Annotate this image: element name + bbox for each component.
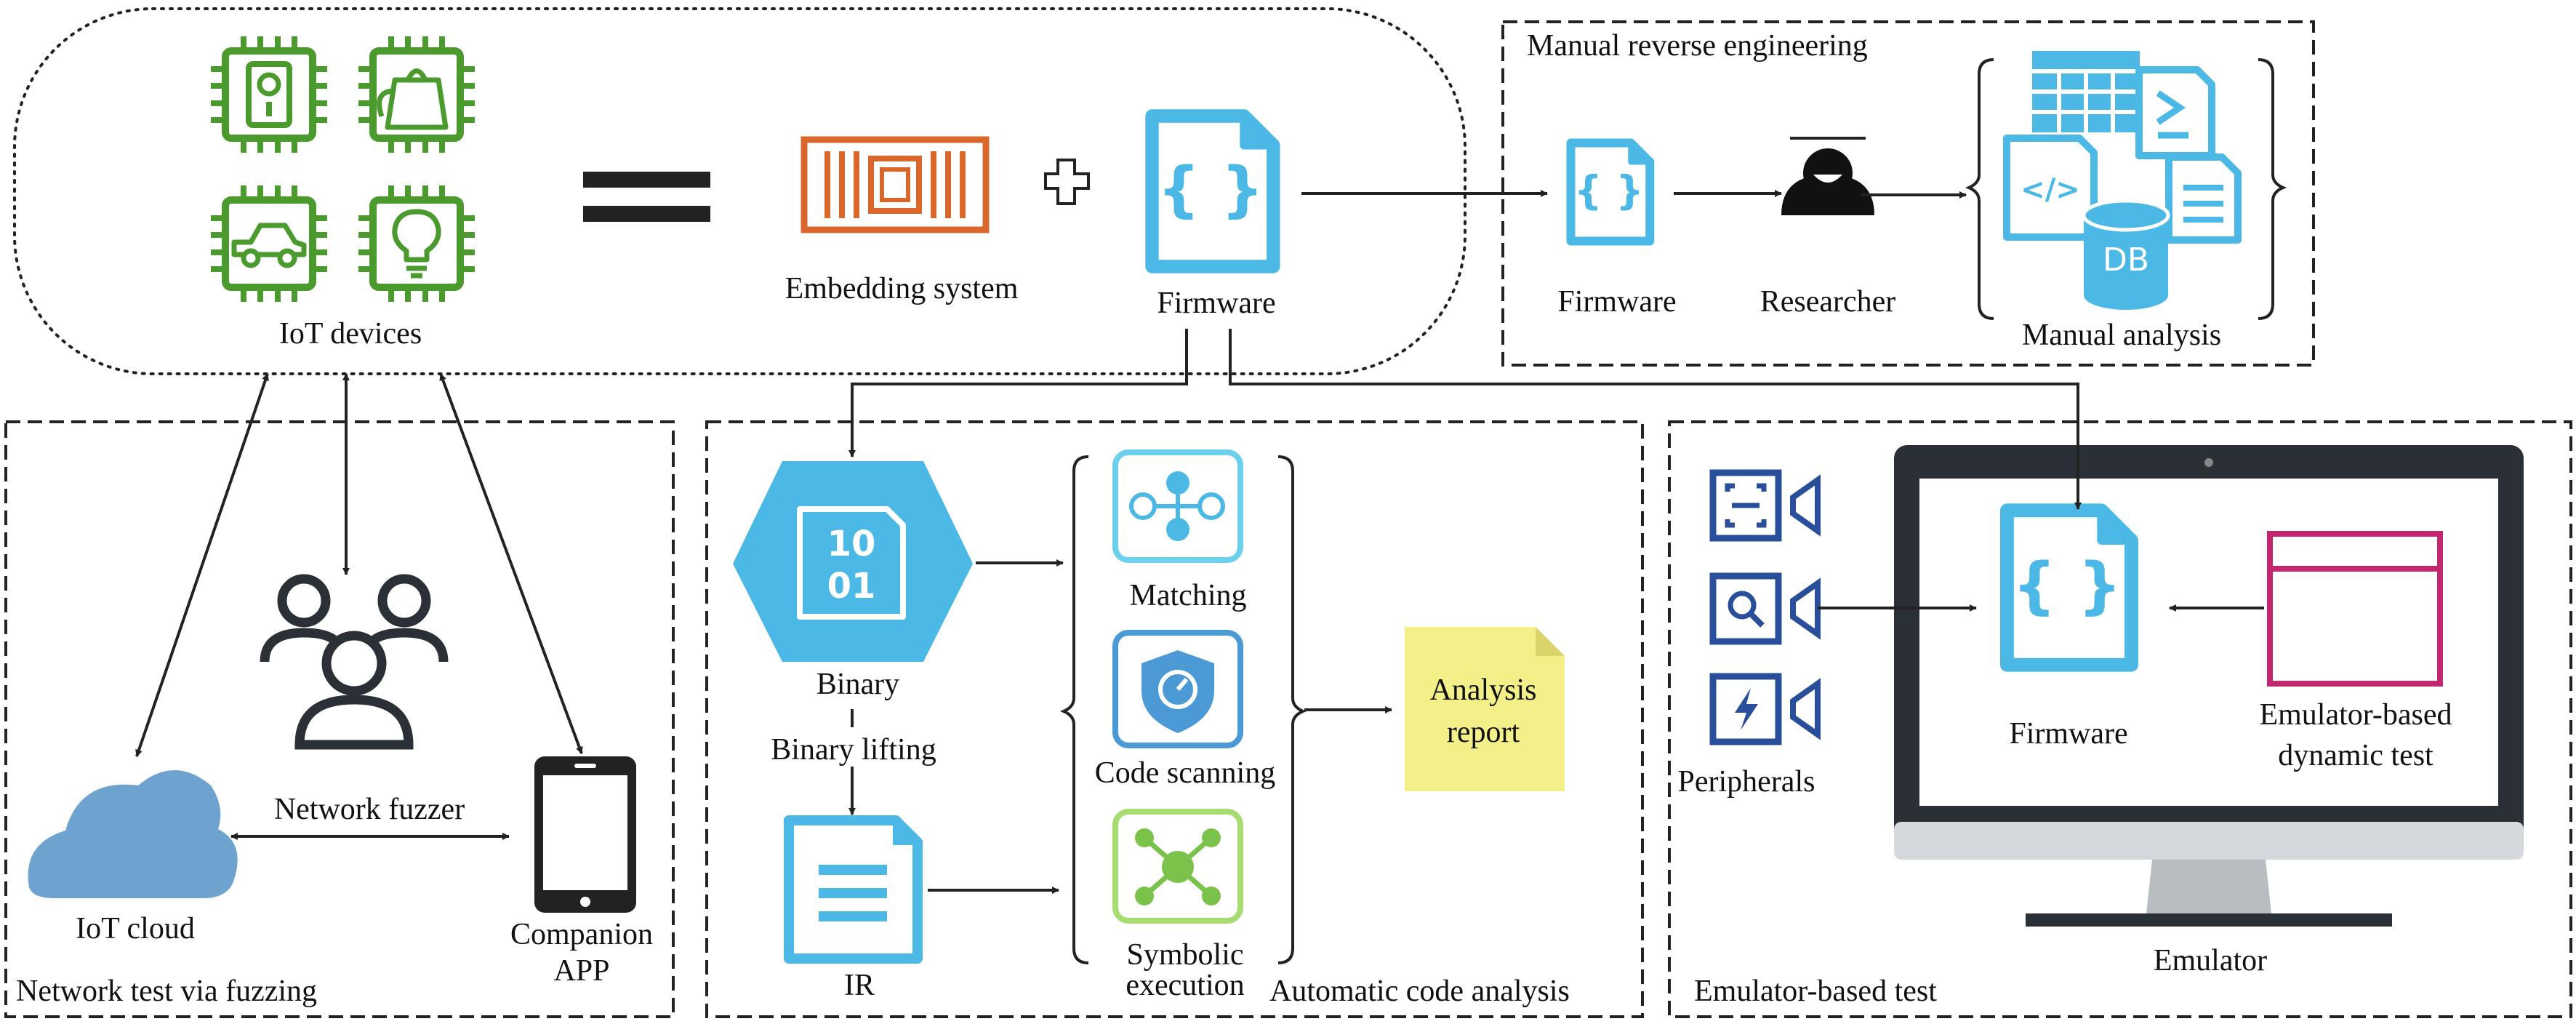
peripheral-power-icon xyxy=(1709,673,1821,745)
arrow-firmware-to-binary xyxy=(848,329,1188,457)
users-icon xyxy=(260,574,449,750)
arrow-firmware-to-emulator xyxy=(1229,329,2082,510)
arrow-devices-cloud xyxy=(135,373,269,757)
table-icon xyxy=(2032,51,2140,132)
cloud-icon xyxy=(28,770,238,898)
companion-app-label-2: APP xyxy=(553,954,610,988)
symbolic-execution-label-1: Symbolic xyxy=(1126,938,1244,972)
network-test-region xyxy=(4,420,675,1018)
chip-kettle-icon xyxy=(358,36,475,153)
database-icon: DB xyxy=(2082,199,2170,310)
ir-label: IR xyxy=(844,969,875,1002)
code-scanning-icon xyxy=(1112,630,1243,748)
binary-hexagon-icon: 10 01 xyxy=(733,461,973,662)
iot-devices-region xyxy=(13,7,1466,375)
plus-sign-icon xyxy=(1044,159,1090,205)
manual-firmware-label: Firmware xyxy=(1557,285,1677,319)
auto-code-region xyxy=(705,420,1644,1018)
db-label: DB xyxy=(2103,241,2149,279)
svg-text:{ }: { } xyxy=(1574,168,1644,214)
terminal-icon xyxy=(2135,66,2215,159)
binary-label: Binary xyxy=(816,668,900,701)
embedding-system-label: Embedding system xyxy=(785,272,1019,305)
network-test-title: Network test via fuzzing xyxy=(16,975,318,1008)
manual-firmware-icon: { } xyxy=(1571,143,1650,241)
smartphone-icon xyxy=(534,756,636,913)
peripheral-scan-icon xyxy=(1709,469,1821,542)
emulator-test-region xyxy=(1668,420,2572,1018)
emulator-test-title: Emulator-based test xyxy=(1694,975,1937,1008)
analysis-report-label-1: Analysis xyxy=(1429,673,1537,707)
equals-sign-icon xyxy=(583,172,710,222)
symbolic-execution-icon xyxy=(1112,809,1243,924)
analysis-brace-left xyxy=(1059,455,1089,964)
analysis-report-label-2: report xyxy=(1446,716,1520,749)
iot-devices-label: IoT devices xyxy=(278,317,422,351)
researcher-icon xyxy=(1781,137,1874,215)
network-fuzzer-label: Network fuzzer xyxy=(273,793,465,826)
auto-code-title: Automatic code analysis xyxy=(1269,975,1570,1008)
code-file-icon: </> xyxy=(2003,135,2098,241)
peripheral-search-icon xyxy=(1709,572,1821,645)
manual-analysis-brace-left xyxy=(1965,58,1994,320)
embedded-chip-icon xyxy=(801,136,990,233)
researcher-label: Researcher xyxy=(1760,285,1896,319)
emulator-firmware-label: Firmware xyxy=(2009,717,2128,751)
svg-text:{ }: { } xyxy=(1157,153,1264,224)
chip-car-icon xyxy=(211,185,327,302)
manual-re-title: Manual reverse engineering xyxy=(1527,29,1868,63)
emulator-label: Emulator xyxy=(2153,944,2268,977)
peripherals-label: Peripherals xyxy=(1677,765,1815,799)
analysis-brace-right xyxy=(1277,455,1307,964)
svg-text:</>: </> xyxy=(2021,173,2080,207)
matching-label: Matching xyxy=(1129,579,1247,612)
dynamic-test-label-1: Emulator-based xyxy=(2259,698,2452,732)
manual-analysis-label: Manual analysis xyxy=(2021,319,2222,352)
emulator-firmware-icon: { } xyxy=(2007,511,2131,665)
firmware-top-label: Firmware xyxy=(1157,287,1276,320)
code-scanning-label: Code scanning xyxy=(1094,756,1276,790)
dynamic-test-window-icon xyxy=(2267,531,2443,687)
arrow-devices-app xyxy=(439,373,583,754)
text-file-icon xyxy=(2165,153,2242,244)
manual-analysis-brace-right xyxy=(2258,58,2287,320)
symbolic-execution-label-2: execution xyxy=(1126,969,1245,1002)
svg-text:10: 10 xyxy=(827,524,876,564)
firmware-top-icon: { } xyxy=(1152,116,1274,267)
manual-re-region xyxy=(1501,20,2315,367)
dynamic-test-label-2: dynamic test xyxy=(2278,739,2433,772)
iot-cloud-label: IoT cloud xyxy=(76,912,195,945)
ir-document-icon xyxy=(784,815,923,964)
chip-bulb-icon xyxy=(358,185,475,302)
companion-app-label-1: Companion xyxy=(510,918,653,951)
matching-icon xyxy=(1112,449,1243,563)
svg-text:{ }: { } xyxy=(2013,550,2122,622)
analysis-report-note-icon xyxy=(1405,627,1565,791)
svg-text:01: 01 xyxy=(827,566,876,607)
chip-doorbell-icon xyxy=(211,36,327,153)
binary-lifting-label: Binary lifting xyxy=(766,733,941,767)
